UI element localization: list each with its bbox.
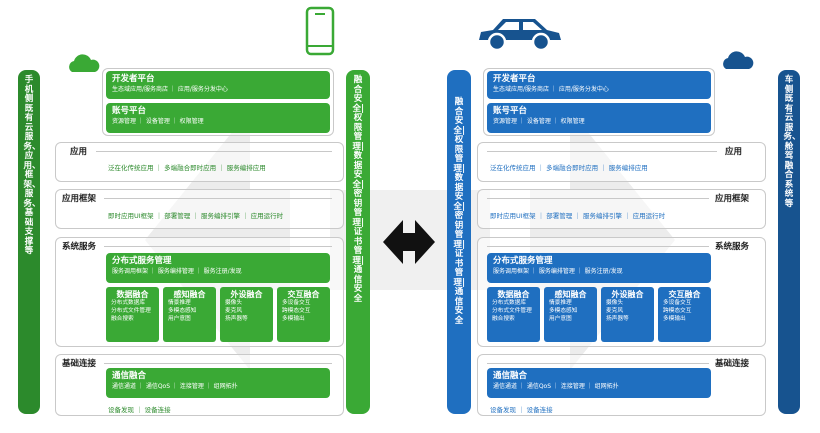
right-basic-title: 基础连接 [715,359,750,369]
right-system-title: 系统服务 [715,242,750,252]
right-framework-frame [477,189,766,229]
left-peripheral-fusion: 外设融合 摄像头 麦克风 扬声器等 [220,287,273,342]
left-data-fusion: 数据融合 分布式数据库 分布式文件管理 融合搜索 [106,287,159,342]
phone-icon [305,6,335,56]
right-app-items: 泛在化传统应用 ｜ 多端融合即时应用 ｜ 服务编排应用 [490,164,648,172]
divider [104,246,332,247]
left-perception-fusion: 感知融合 情景推理 多模态感知 用户意图 [163,287,216,342]
right-interaction-fusion: 交互融合 多设备交互 跨模态交互 多模输出 [658,287,711,342]
right-data-fusion: 数据融合 分布式数据库 分布式文件管理 融合搜索 [487,287,540,342]
divider [104,363,332,364]
right-comm-fusion: 通信融合 通信通道 ｜ 通信QoS ｜ 连接管理 ｜ 组网拓扑 [487,368,711,398]
right-app-frame [477,142,766,182]
cloud-icon [69,54,100,72]
left-framework-items: 即时应用UI框架 ｜ 部署管理 ｜ 服务编排引擎 ｜ 应用运行时 [108,212,284,220]
left-app-frame [55,142,344,182]
left-basic-items: 设备发现 ｜ 设备连接 [108,406,171,414]
left-framework-title: 应用框架 [62,194,97,204]
left-app-title: 应用 [70,147,88,157]
left-security-bar: 融合安全|权限管理|数据安全|密钥管理|证书管理|通信安全 [346,70,370,414]
divider [487,151,717,152]
divider [487,246,709,247]
left-side-label-bar: 手机侧 既有云服务、应用、框架、服务、基础支撑等 [18,70,41,414]
divider [96,151,332,152]
right-perception-fusion: 感知融合 情景推理 多模态感知 用户意图 [544,287,597,342]
right-basic-items: 设备发现 ｜ 设备连接 [490,406,553,414]
left-comm-fusion: 通信融合 通信通道 ｜ 通信QoS ｜ 连接管理 ｜ 组网拓扑 [106,368,330,398]
left-framework-frame [55,189,344,229]
left-developer-platform: 开发者平台 生态域应用/服务商店 ｜ 应用/服务分发中心 [106,71,330,99]
divider [104,198,332,199]
right-peripheral-fusion: 外设融合 摄像头 麦克风 扬声器等 [601,287,654,342]
right-framework-title: 应用框架 [715,194,750,204]
divider [487,198,709,199]
left-app-items: 泛在化传统应用 ｜ 多端融合即时应用 ｜ 服务编排应用 [108,164,266,172]
left-distributed-service: 分布式服务管理 服务调用框架 ｜ 服务编排管理 ｜ 服务注册/发现 [106,253,330,283]
right-security-bar: 融合安全|权限管理|数据安全|密钥管理|证书管理|通信安全 [447,70,471,414]
left-basic-title: 基础连接 [62,359,97,369]
left-account-platform: 账号平台 资源管理 ｜ 设备管理 ｜ 权限管理 [106,103,330,133]
car-icon [479,19,561,52]
right-framework-items: 即时应用UI框架 ｜ 部署管理 ｜ 服务编排引擎 ｜ 应用运行时 [490,212,666,220]
right-developer-platform: 开发者平台 生态域应用/服务商店 ｜ 应用/服务分发中心 [487,71,711,99]
right-side-label-bar: 车侧 既有云服务、舱驾融合系统等 [778,70,801,414]
left-system-title: 系统服务 [62,242,97,252]
bidirectional-arrow-icon [383,220,435,264]
right-distributed-service: 分布式服务管理 服务调用框架 ｜ 服务编排管理 ｜ 服务注册/发现 [487,253,711,283]
cloud-icon [723,51,754,69]
right-app-title: 应用 [725,147,743,157]
divider [487,363,709,364]
right-account-platform: 账号平台 资源管理 ｜ 设备管理 ｜ 权限管理 [487,103,711,133]
left-interaction-fusion: 交互融合 多设备交互 跨模态交互 多模输出 [277,287,330,342]
